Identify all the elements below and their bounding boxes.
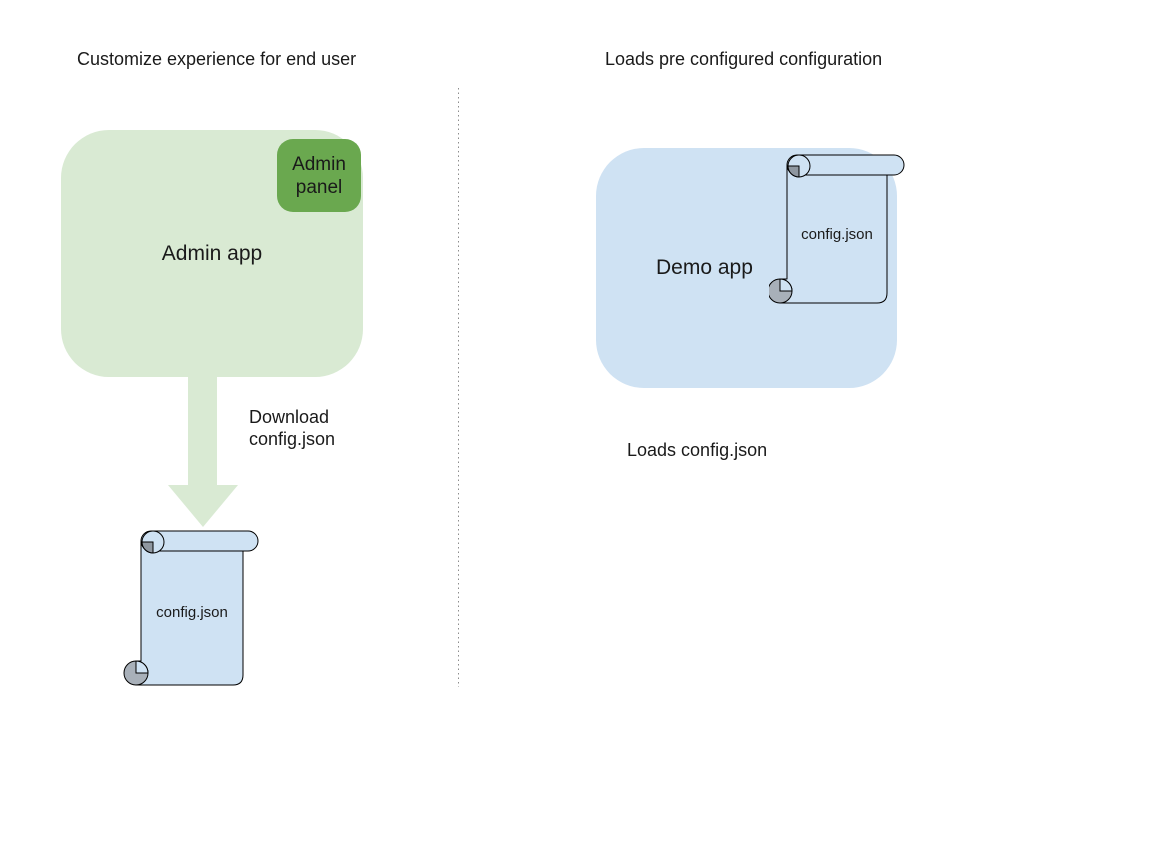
right-section-title: Loads pre configured configuration [605, 49, 883, 69]
scroll-document-icon [767, 154, 905, 304]
scroll-document-icon [123, 530, 259, 686]
loads-config-label: Loads config.json [627, 440, 768, 460]
admin-panel-label: Admin panel [292, 153, 346, 198]
download-config-label: Download config.json [249, 407, 336, 449]
config-file-right: config.json [767, 154, 905, 306]
section-divider [458, 88, 459, 687]
config-file-left-label: config.json [156, 604, 228, 621]
admin-panel-box: Admin panel [277, 139, 361, 212]
config-file-right-label: config.json [801, 226, 873, 243]
demo-app-label: Demo app [656, 256, 753, 279]
download-arrow-icon [168, 377, 238, 527]
admin-app-label: Admin app [161, 241, 263, 265]
config-file-left: config.json [123, 530, 259, 690]
admin-app-box: Admin app Admin panel [61, 130, 363, 377]
left-section-title: Customize experience for end user [77, 49, 357, 69]
